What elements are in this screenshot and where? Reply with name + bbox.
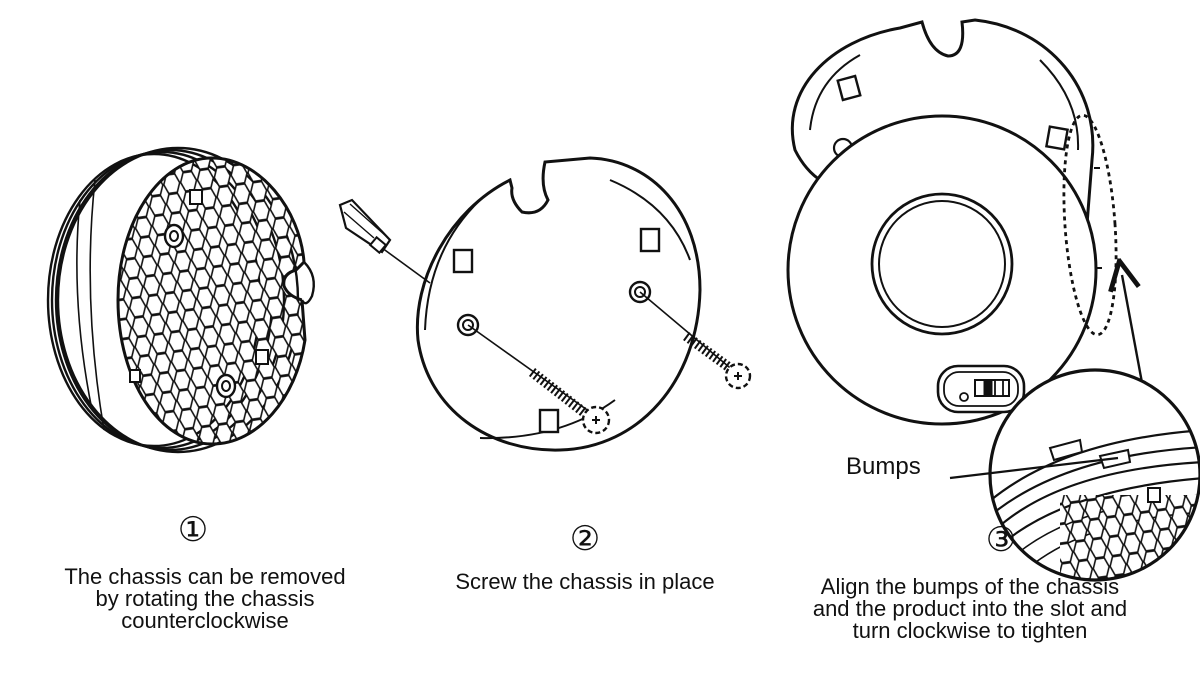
bumps-callout-label: Bumps <box>846 453 921 480</box>
step-1-caption-line: by rotating the chassis <box>95 586 315 611</box>
step-3-caption-line: and the product into the slot and <box>812 596 1128 621</box>
step-1-number: ① <box>177 510 209 550</box>
step-3-caption-line: Align the bumps of the chassis <box>820 574 1120 599</box>
step1-detector-illustration <box>46 146 315 454</box>
step3-assembly-illustration <box>786 18 1200 582</box>
step-1-caption: The chassis can be removed by rotating t… <box>15 566 395 632</box>
step-3-caption-line: turn clockwise to tighten <box>852 618 1088 643</box>
step-3-caption: Align the bumps of the chassis and the p… <box>765 576 1175 642</box>
step-2-number: ② <box>569 519 601 559</box>
step2-chassis-illustration <box>338 156 752 452</box>
step-2-caption: Screw the chassis in place <box>405 571 765 593</box>
step-1-caption-line: The chassis can be removed <box>64 564 346 589</box>
step-3-number: ③ <box>985 520 1017 560</box>
step-1-caption-line: counterclockwise <box>121 608 289 633</box>
step-2-caption-line: Screw the chassis in place <box>455 569 715 594</box>
